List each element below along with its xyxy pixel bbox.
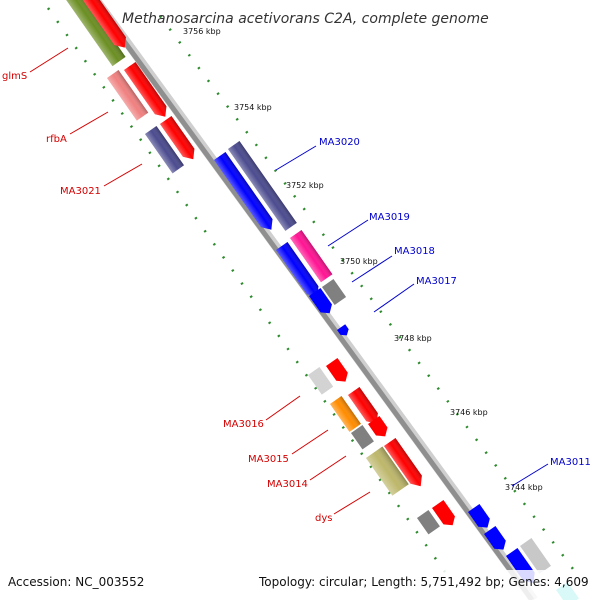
cds-arrow — [384, 437, 422, 487]
features-forward — [62, 0, 440, 535]
gene-label-rfbA[interactable]: rfbA — [46, 134, 67, 145]
gene-label-dys[interactable]: dys — [315, 513, 332, 524]
leader-line — [275, 145, 317, 171]
leader-line — [333, 491, 371, 515]
leader-line — [373, 283, 415, 313]
tick-label: 3756 kbp — [183, 27, 221, 36]
cds-arrow — [326, 357, 348, 382]
feature-MA3021-shine — [145, 125, 184, 174]
gene-label-MA3018[interactable]: MA3018 — [394, 246, 435, 257]
leader-line — [291, 429, 329, 455]
tick-label: 3752 kbp — [286, 181, 324, 190]
topology-text: Topology: circular; Length: 5,751,492 bp… — [258, 575, 589, 589]
gene-labels-left — [29, 47, 371, 515]
feature-glmS-shine — [62, 0, 126, 67]
cds-arrow — [348, 386, 378, 424]
gene-label-text-right: MA3020 MA3019 MA3018 MA3017 MA3011 — [319, 137, 591, 468]
cds-arrows — [80, 0, 455, 526]
feature-grey-b — [351, 424, 374, 450]
feature-MA3014-shine — [366, 446, 409, 496]
gene-label-MA3021[interactable]: MA3021 — [60, 186, 101, 197]
cds-arrow — [160, 115, 195, 160]
feature-MA3015-shine — [330, 395, 361, 432]
reverse-arrows — [214, 151, 579, 600]
tick-label: 3750 kbp — [340, 257, 378, 266]
reverse-arrow — [337, 324, 349, 336]
feature-grey-c — [417, 509, 440, 535]
feature-rfbA-shine — [107, 69, 149, 121]
leader-line — [265, 395, 301, 421]
leader-line — [351, 255, 393, 283]
gene-label-MA3019[interactable]: MA3019 — [369, 212, 410, 223]
tick-label: 3746 kbp — [450, 408, 488, 417]
reverse-arrow — [468, 503, 490, 528]
feature-MA3016 — [308, 366, 334, 395]
accession-text: Accession: NC_003552 — [8, 575, 144, 589]
footer-backdrop — [0, 570, 600, 600]
tick-label: 3744 kbp — [505, 483, 543, 492]
tick-label: 3754 kbp — [234, 103, 272, 112]
cds-arrow — [432, 499, 455, 526]
reverse-arrow — [309, 287, 332, 314]
cds-arrow — [80, 0, 126, 48]
gene-label-MA3015[interactable]: MA3015 — [248, 454, 289, 465]
tick-guide-right — [158, 15, 587, 586]
gene-label-MA3016[interactable]: MA3016 — [223, 419, 264, 430]
leader-line — [29, 47, 69, 73]
gene-label-MA3014[interactable]: MA3014 — [267, 479, 308, 490]
tick-label: 3748 kbp — [394, 334, 432, 343]
gene-labels-right — [275, 145, 549, 487]
gene-label-MA3017[interactable]: MA3017 — [416, 276, 457, 287]
leader-line — [69, 111, 109, 135]
feature-MA3019-shine — [290, 229, 333, 283]
reverse-arrow — [484, 525, 506, 550]
gene-label-MA3011[interactable]: MA3011 — [550, 457, 591, 468]
feature-MA3020-shine — [228, 140, 297, 231]
leader-line — [103, 163, 143, 187]
leader-line — [327, 219, 369, 247]
gene-label-glmS[interactable]: glmS — [2, 71, 27, 82]
leader-line — [309, 455, 347, 481]
gene-label-MA3020[interactable]: MA3020 — [319, 137, 360, 148]
reverse-arrow — [276, 241, 319, 297]
tick-guide-left — [46, 7, 447, 573]
feature-grey-a — [322, 278, 347, 306]
tick-labels: 3756 kbp 3754 kbp 3752 kbp 3750 kbp 3748… — [183, 27, 543, 492]
map-title: Methanosarcina acetivorans C2A, complete… — [122, 11, 489, 27]
reverse-arrow — [214, 151, 273, 230]
cds-arrow — [368, 415, 388, 437]
cds-arrow — [124, 61, 167, 117]
leader-line — [511, 463, 549, 487]
gene-label-text-left: glmS rfbA MA3021 MA3016 MA3015 MA3014 dy… — [2, 71, 332, 524]
feature-grey-d — [520, 537, 551, 574]
